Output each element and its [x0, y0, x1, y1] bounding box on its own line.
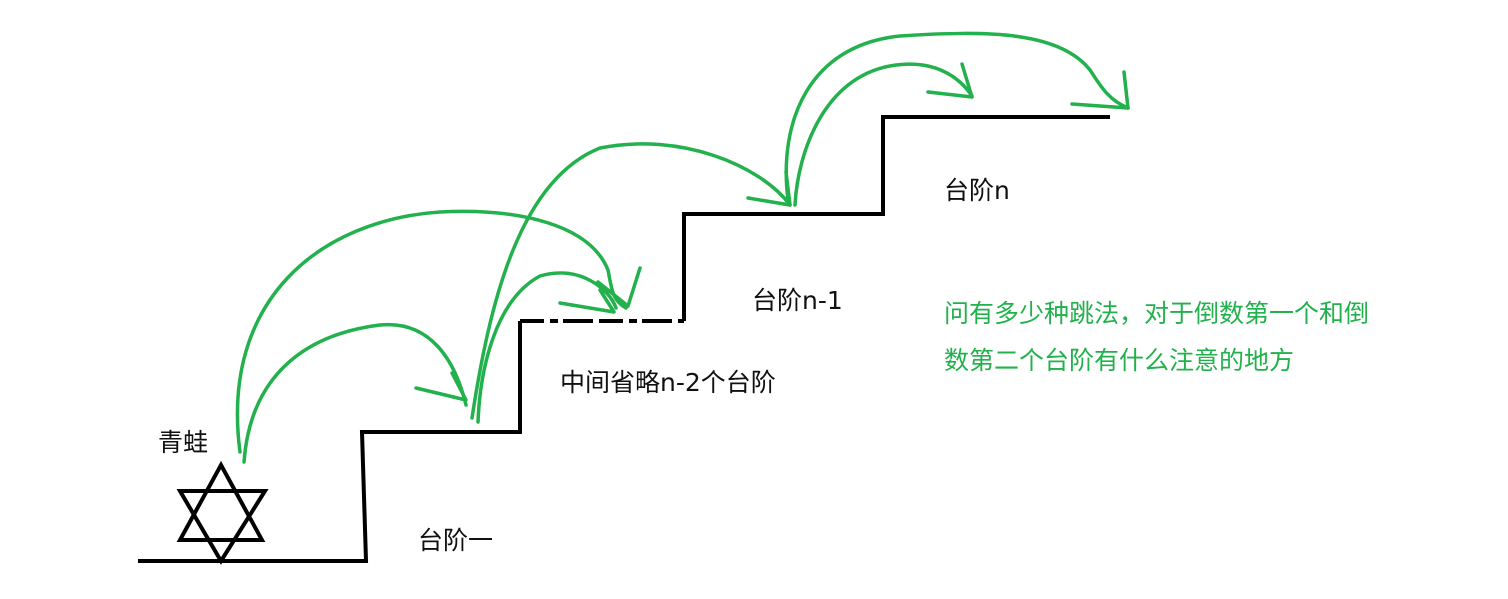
stair-outline-upper	[682, 115, 1110, 321]
jump-arrow-frog-to-step1-head	[414, 371, 468, 402]
question-line-2: 数第二个台阶有什么注意的地方	[944, 346, 1295, 375]
frog-star-icon	[176, 460, 269, 565]
step-middle-label: 中间省略n-2个台阶	[560, 368, 776, 397]
jump-arrow-to-top	[784, 31, 1130, 202]
jump-arrow-frog-to-step1	[242, 322, 468, 464]
jump-arrow-stepn1-to-stepn	[793, 62, 974, 207]
question-text: 问有多少种跳法，对于倒数第一个和倒 数第二个台阶有什么注意的地方	[944, 290, 1464, 384]
jump-arrow-stepn1-to-stepn-head	[926, 62, 974, 99]
step-n-label: 台阶n	[944, 176, 1010, 205]
step-first-label: 台阶一	[418, 526, 494, 555]
jump-arrows	[235, 31, 1130, 464]
staircase	[138, 115, 1110, 563]
jump-arrow-to-top-head	[1070, 70, 1130, 110]
jump-arrow-step1-to-step2-head	[558, 288, 616, 314]
jump-arrow-frog-to-step2-head	[596, 266, 642, 308]
step-n-minus-1-label: 台阶n-1	[752, 286, 843, 315]
jump-arrow-step1-to-step2	[476, 271, 618, 424]
frog-label: 青蛙	[158, 428, 209, 457]
stair-outline-lower	[138, 321, 522, 563]
question-line-1: 问有多少种跳法，对于倒数第一个和倒	[944, 299, 1370, 328]
jump-arrow-step1-to-stepn1	[470, 142, 792, 420]
jump-arrow-frog-to-step2	[235, 209, 628, 454]
